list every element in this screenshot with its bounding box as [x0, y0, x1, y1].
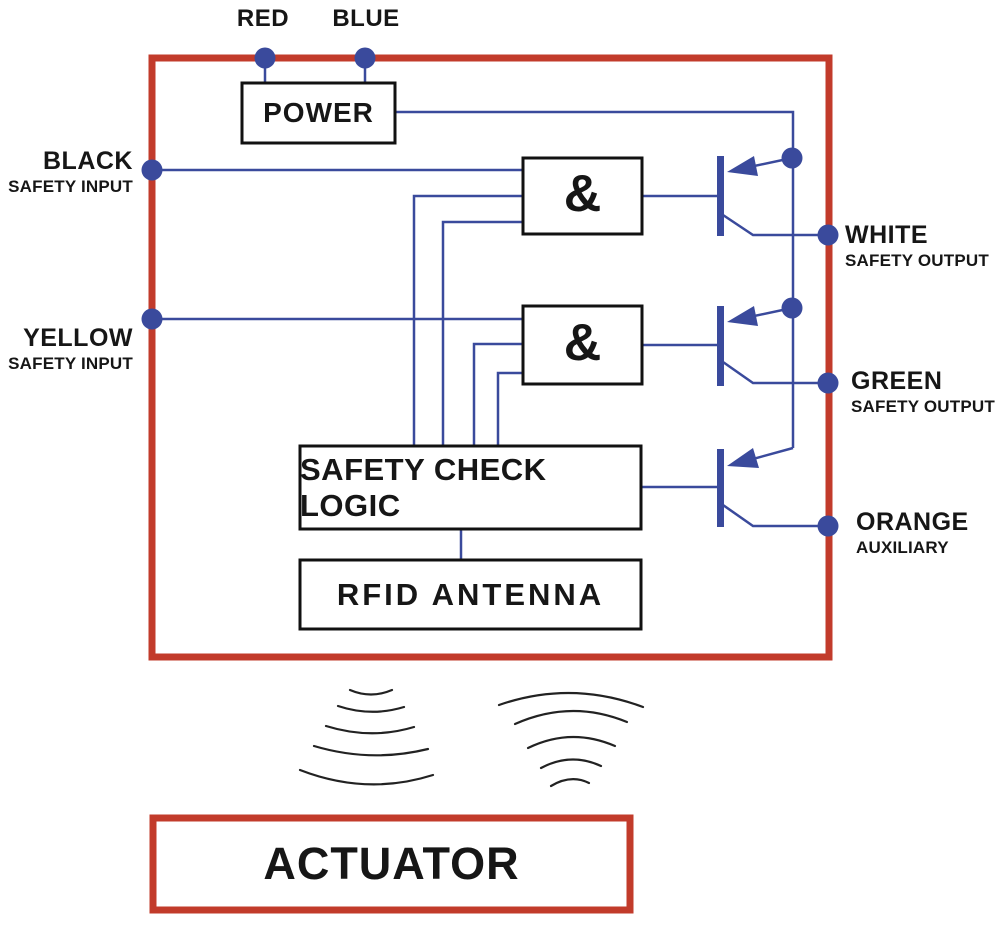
- power-box: [240, 81, 397, 145]
- wire-logic-to-and2-b: [496, 371, 523, 446]
- rf-wave-icon: [298, 768, 435, 786]
- rail-junction-dot-1: [781, 147, 803, 169]
- rf-waves-left: [298, 688, 435, 786]
- transistor-2-emitter-arrow-icon: [727, 306, 758, 326]
- and-gate-1-label: &: [563, 165, 602, 223]
- rf-wave-icon: [324, 724, 416, 735]
- transistor-3-base-bar: [717, 449, 724, 527]
- transistor-3: [717, 448, 759, 527]
- red-pin-label: RED: [236, 5, 290, 32]
- orange-pin-labels: ORANGE AUXILIARY: [856, 509, 969, 557]
- wire-power-rail: [395, 110, 795, 448]
- white-pin-sublabel: SAFETY OUTPUT: [845, 251, 989, 270]
- rf-wave-icon: [336, 704, 406, 713]
- wire-white-output: [722, 213, 828, 237]
- green-pin-labels: GREEN SAFETY OUTPUT: [851, 368, 995, 416]
- transistor-1: [717, 156, 758, 236]
- rfid-antenna-label: RFID ANTENNA: [336, 576, 605, 612]
- safety-check-logic-box: [298, 444, 643, 531]
- black-pin-labels: BLACK SAFETY INPUT: [0, 148, 133, 196]
- actuator-box: [149, 814, 634, 914]
- wire-logic-to-and2-a: [472, 342, 523, 446]
- rf-wave-icon: [348, 688, 394, 696]
- wire-logic-to-and1-b: [441, 220, 523, 446]
- rf-wave-icon: [526, 735, 617, 750]
- rf-wave-icon: [312, 744, 430, 757]
- blue-pin-dot: [354, 47, 376, 69]
- safety-check-logic-label: SAFETY CHECK LOGIC: [300, 451, 547, 523]
- yellow-pin-labels: YELLOW SAFETY INPUT: [0, 325, 133, 373]
- rf-wave-icon: [549, 778, 591, 788]
- green-pin-dot: [817, 372, 839, 394]
- black-pin-dot: [141, 159, 163, 181]
- transistor-2: [717, 306, 758, 386]
- wire-green-output: [722, 360, 828, 385]
- power-label: POWER: [263, 97, 374, 128]
- rf-wave-icon: [513, 709, 629, 726]
- rail-junction-dot-2: [781, 297, 803, 319]
- device-enclosure-border: [148, 54, 833, 661]
- orange-pin-label: ORANGE: [856, 508, 969, 536]
- transistor-3-emitter-arrow-icon: [727, 448, 759, 468]
- connection-dots: [141, 47, 839, 537]
- black-pin-label: BLACK: [43, 147, 133, 175]
- wire-logic-to-and1-a: [412, 194, 523, 446]
- wire-orange-output: [722, 503, 828, 528]
- rfid-antenna-box: [298, 558, 643, 631]
- transistor-1-base-bar: [717, 156, 724, 236]
- orange-pin-sublabel: AUXILIARY: [856, 538, 949, 557]
- red-pin-dot: [254, 47, 276, 69]
- wires: [152, 58, 828, 560]
- blue-pin-label: BLUE: [332, 5, 400, 32]
- and-gate-2-box: [521, 304, 644, 386]
- and-gate-1-box: [521, 156, 644, 236]
- white-pin-label: WHITE: [845, 221, 929, 249]
- rf-wave-icon: [497, 691, 645, 709]
- yellow-pin-label: YELLOW: [23, 324, 133, 352]
- yellow-pin-sublabel: SAFETY INPUT: [8, 354, 133, 373]
- actuator-label: ACTUATOR: [263, 838, 520, 889]
- rf-waves-right: [497, 691, 645, 788]
- rf-wave-icon: [539, 758, 603, 770]
- yellow-pin-dot: [141, 308, 163, 330]
- orange-pin-dot: [817, 515, 839, 537]
- green-pin-label: GREEN: [851, 367, 943, 395]
- black-pin-sublabel: SAFETY INPUT: [8, 177, 133, 196]
- transistor-2-base-bar: [717, 306, 724, 386]
- green-pin-sublabel: SAFETY OUTPUT: [851, 397, 995, 416]
- white-pin-labels: WHITE SAFETY OUTPUT: [845, 222, 989, 270]
- white-pin-dot: [817, 224, 839, 246]
- transistor-1-emitter-arrow-icon: [727, 156, 758, 176]
- and-gate-2-label: &: [563, 314, 602, 372]
